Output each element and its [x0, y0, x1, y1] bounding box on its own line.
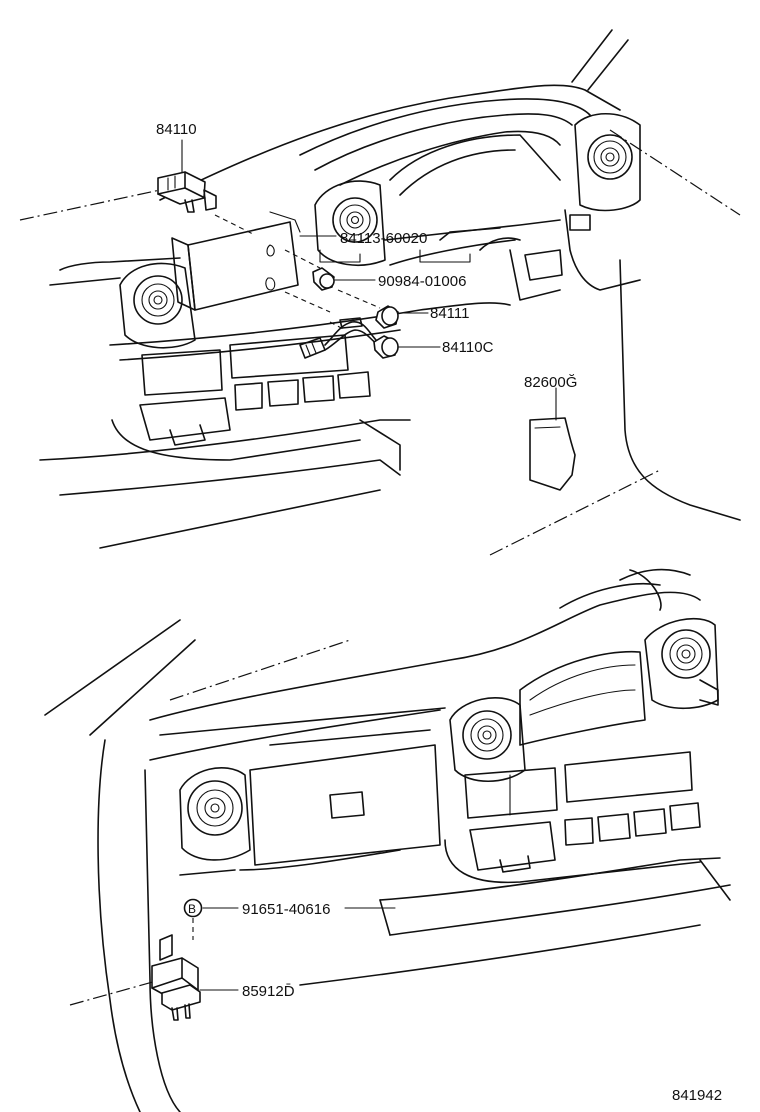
label-91651-40616: 91651-40616 — [242, 901, 330, 918]
label-84110: 84110 — [156, 121, 197, 138]
label-82600g: 82600Ğ — [524, 374, 577, 391]
bolt-marker: B — [188, 902, 196, 916]
upper-instrument-panel — [19, 29, 741, 556]
lower-instrument-panel — [44, 568, 731, 1112]
label-90984-01006: 90984-01006 — [378, 273, 466, 290]
label-84111: 84111 — [430, 305, 470, 322]
label-84113-60020: 84113-60020 — [340, 230, 427, 247]
diagram-ref-number: 841942 — [672, 1087, 722, 1104]
label-84110c: 84110C — [442, 339, 494, 356]
label-85912d: 85912D̄ — [242, 983, 295, 1000]
